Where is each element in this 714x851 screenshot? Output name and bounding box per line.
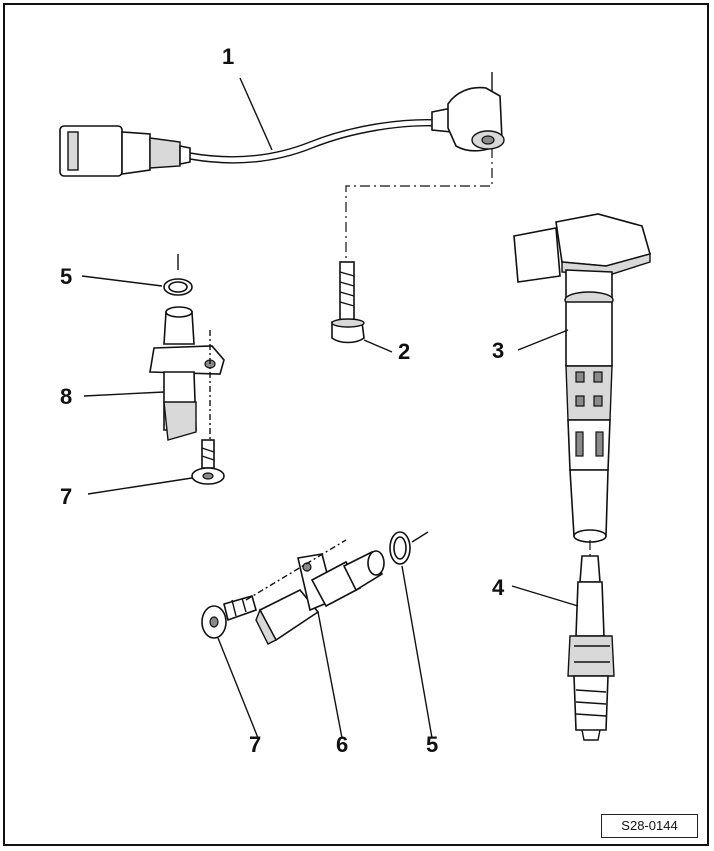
knock-sensor-body bbox=[431, 72, 505, 152]
leader-7-upper bbox=[87, 477, 193, 495]
bolt-2 bbox=[331, 261, 365, 344]
bolt-7-lower bbox=[201, 595, 257, 639]
leader-6 bbox=[317, 611, 343, 739]
bolt-7-upper bbox=[191, 439, 225, 485]
leader-8 bbox=[83, 391, 165, 397]
leader-7-lower bbox=[217, 637, 259, 739]
knock-sensor-assembly bbox=[59, 72, 505, 177]
callout-5-upper: 5 bbox=[60, 264, 73, 289]
callout-4: 4 bbox=[492, 575, 505, 600]
callout-8: 8 bbox=[60, 384, 73, 409]
speed-sensor-8 bbox=[149, 306, 225, 441]
o-ring-5-lower bbox=[389, 531, 429, 565]
ignition-coil bbox=[513, 213, 651, 560]
speed-sensor-6 bbox=[245, 539, 385, 645]
knock-sensor-connector bbox=[59, 125, 191, 177]
leader-4 bbox=[511, 585, 579, 607]
callout-7-lower: 7 bbox=[249, 732, 262, 757]
spark-plug bbox=[567, 555, 615, 741]
callout-5-lower: 5 bbox=[426, 732, 439, 757]
o-ring-5-upper bbox=[163, 254, 193, 296]
callout-6: 6 bbox=[336, 732, 349, 757]
leader-2 bbox=[363, 339, 393, 353]
leader-5-upper bbox=[81, 275, 163, 287]
leader-3 bbox=[517, 329, 569, 351]
leader-5-lower bbox=[401, 565, 433, 739]
callout-3: 3 bbox=[492, 338, 505, 363]
leader-1 bbox=[239, 77, 273, 151]
leader-lines bbox=[81, 77, 579, 739]
reference-code-label: S28-0144 bbox=[601, 814, 698, 838]
callout-1: 1 bbox=[222, 44, 235, 69]
callout-2: 2 bbox=[398, 339, 411, 364]
alignment-line bbox=[345, 148, 493, 262]
callout-7-upper: 7 bbox=[60, 484, 73, 509]
knock-sensor-cable bbox=[189, 119, 441, 158]
